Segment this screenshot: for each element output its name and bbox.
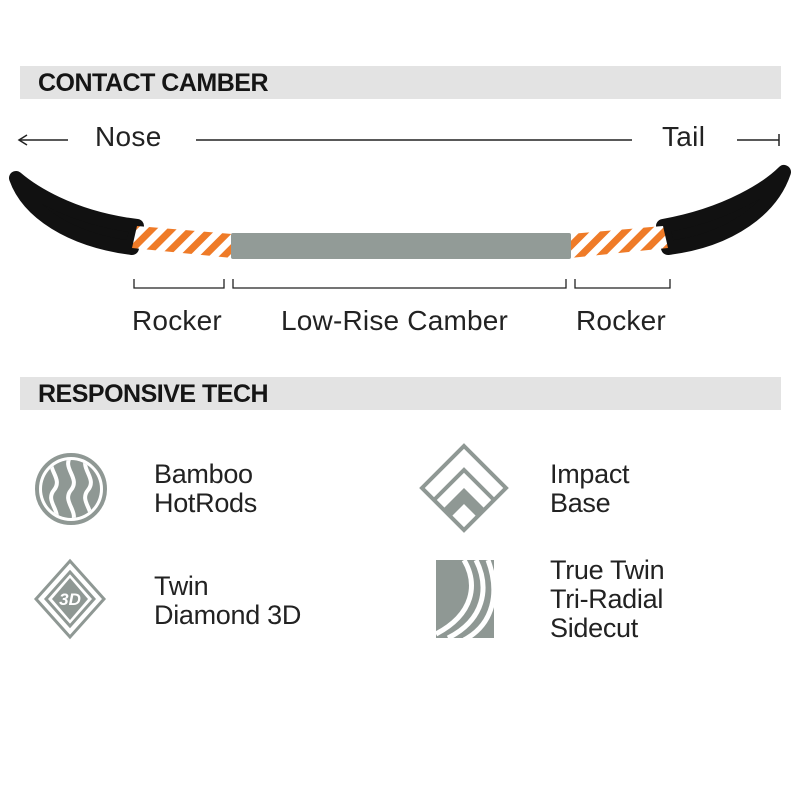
twin-diamond-3d-icon: 3D bbox=[33, 558, 107, 640]
tail-direction-arrow bbox=[737, 134, 780, 146]
tri-radial-sidecut-line-2: Tri-Radial bbox=[550, 584, 664, 614]
nose-label: Nose bbox=[95, 121, 162, 152]
bamboo-hotrods-line-2: HotRods bbox=[154, 488, 257, 518]
responsive-tech-title: RESPONSIVE TECH bbox=[38, 380, 269, 408]
impact-base-label: Impact Base bbox=[550, 459, 630, 518]
tail-label: Tail bbox=[662, 121, 706, 152]
nose-direction-arrow bbox=[17, 134, 68, 146]
twin-diamond-3d-label: Twin Diamond 3D bbox=[154, 572, 301, 630]
tri-radial-sidecut-icon bbox=[434, 558, 496, 640]
contact-camber-title: CONTACT CAMBER bbox=[38, 69, 269, 97]
low-rise-camber-label: Low-Rise Camber bbox=[281, 305, 509, 336]
responsive-tech-header: RESPONSIVE TECH bbox=[20, 377, 781, 410]
rocker-left-label: Rocker bbox=[132, 305, 222, 336]
impact-base-icon bbox=[419, 443, 509, 533]
contact-camber-header: CONTACT CAMBER bbox=[20, 66, 781, 99]
impact-base-line-1: Impact bbox=[550, 459, 630, 489]
tri-radial-sidecut-line-3: Sidecut bbox=[550, 613, 638, 643]
tri-radial-sidecut-label: True Twin Tri-Radial Sidecut bbox=[550, 555, 665, 643]
rocker-right-label: Rocker bbox=[576, 305, 666, 336]
twin-diamond-3d-line-1: Twin bbox=[154, 571, 209, 601]
zone-brackets bbox=[133, 279, 671, 289]
bamboo-hotrods-line-1: Bamboo bbox=[154, 459, 253, 489]
impact-base-line-2: Base bbox=[550, 488, 611, 518]
twin-diamond-3d-line-2: Diamond 3D bbox=[154, 600, 302, 630]
bamboo-hotrods-label: Bamboo HotRods bbox=[154, 460, 257, 518]
board-nose-section bbox=[9, 171, 144, 255]
board-profile-diagram bbox=[9, 134, 791, 289]
diamond-3d-icon-text: 3D bbox=[59, 590, 81, 609]
board-tail-section bbox=[656, 165, 791, 255]
bamboo-hotrods-icon bbox=[35, 453, 107, 525]
tri-radial-sidecut-line-1: True Twin bbox=[550, 555, 665, 585]
low-rise-camber-section bbox=[231, 233, 571, 259]
rocker-left-section bbox=[132, 226, 232, 258]
rocker-right-section bbox=[570, 226, 668, 258]
